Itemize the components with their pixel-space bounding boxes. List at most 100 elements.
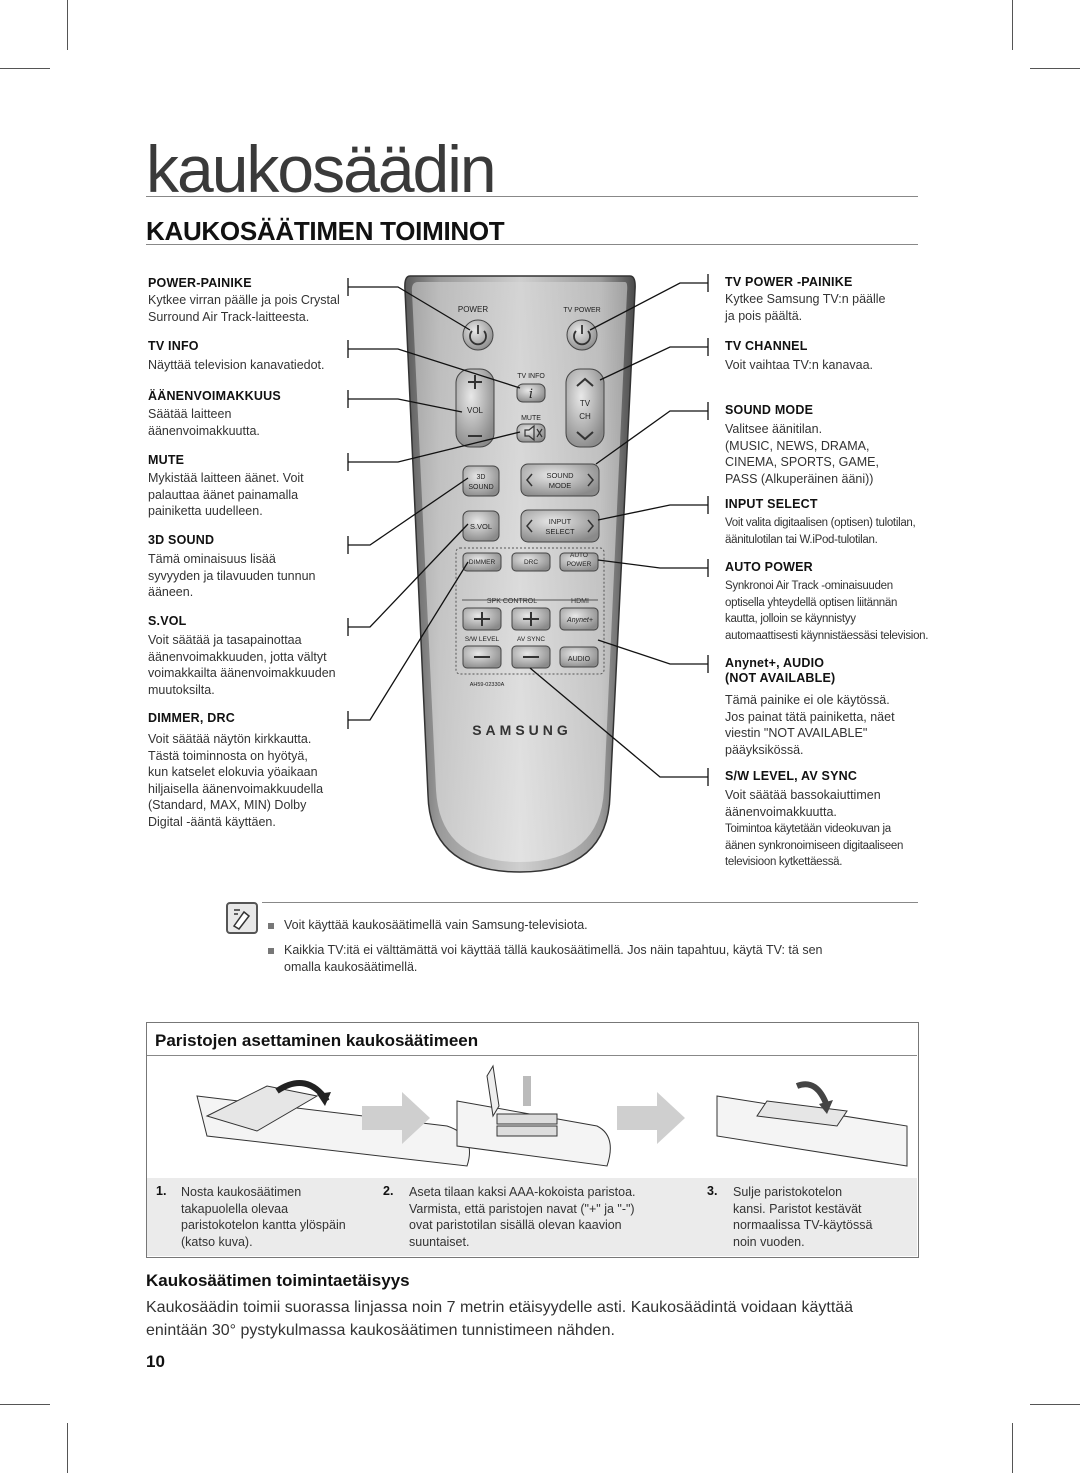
svol-button[interactable] <box>462 510 500 542</box>
crop-mark <box>0 1404 50 1405</box>
callout-desc-auto-power: Synkronoi Air Track -ominaisuuden optise… <box>725 580 929 642</box>
step-2-number: 2. <box>383 1184 394 1198</box>
callout-desc-dimmer: Voit säätää näytön kirkkautta. Tästä toi… <box>148 732 324 829</box>
tv-info-button[interactable] <box>516 383 546 403</box>
audio-button[interactable] <box>559 646 599 668</box>
bullet-icon <box>268 923 274 929</box>
arrow-lr-icon <box>526 473 594 487</box>
channel-rocker[interactable] <box>565 368 605 448</box>
plus-icon <box>474 612 490 626</box>
callout-title-tv-info: TV INFO <box>148 339 199 353</box>
label-auto: AUTO <box>570 552 588 559</box>
range-text: Kaukosäädin toimii suorassa linjassa noi… <box>146 1299 854 1339</box>
label-hdmi: HDMI <box>571 598 589 605</box>
callout-title-auto-power: AUTO POWER <box>725 560 813 574</box>
bullet-icon <box>268 948 274 954</box>
callout-title-svol: S.VOL <box>148 614 187 628</box>
label-power: POWER <box>458 305 488 314</box>
anynet-button[interactable] <box>559 607 599 631</box>
chevron-down-icon <box>576 431 594 441</box>
label-auto-power: POWER <box>567 561 592 568</box>
callout-title-volume: ÄÄNENVOIMAKKUUS <box>148 389 281 403</box>
tv-power-icon <box>573 325 591 346</box>
callout-desc-mute: Mykistää laitteen äänet. Voit palauttaa … <box>148 471 304 518</box>
callout-desc-svol: Voit säätää ja tasapainottaa äänenvoimak… <box>148 633 336 697</box>
section-title: KAUKOSÄÄTIMEN TOIMINOT <box>146 216 505 246</box>
arrow-right-icon <box>617 1092 685 1144</box>
leader-lines-left <box>347 278 521 729</box>
callout-desc-input-select: Voit valita digitaalisen (optisen) tulot… <box>725 517 916 546</box>
callout-title-anynet-2: (NOT AVAILABLE) <box>725 671 836 685</box>
callout-desc-sw-level: Voit säätää bassokaiuttimen äänenvoimakk… <box>725 788 881 819</box>
input-select-button[interactable] <box>520 509 600 543</box>
battery-box <box>146 1022 919 1258</box>
label-3d: 3D <box>477 474 486 481</box>
label-select: SELECT <box>545 527 575 536</box>
remote-face <box>411 282 628 862</box>
auto-power-button[interactable] <box>559 552 599 572</box>
label-input: INPUT <box>549 517 572 526</box>
callout-title-dimmer: DIMMER, DRC <box>148 711 235 725</box>
heading-rule <box>146 196 918 197</box>
brand-logo: SAMSUNG <box>472 722 572 738</box>
step-1-number: 1. <box>156 1184 167 1198</box>
callout-title-3d-sound: 3D SOUND <box>148 533 215 547</box>
label-tv-power: TV POWER <box>563 307 600 314</box>
label-3d-sound: SOUND <box>468 484 493 491</box>
callout-title-mute: MUTE <box>148 453 185 467</box>
dotted-panel <box>455 547 605 675</box>
crop-mark <box>1030 1404 1080 1405</box>
callout-title-sw-level: S/W LEVEL, AV SYNC <box>725 769 858 783</box>
callout-desc-av-sync: Toimintoa käytetään videokuvan ja äänen … <box>725 823 904 868</box>
power-button[interactable] <box>462 319 494 351</box>
crop-mark <box>67 0 68 50</box>
step-3-text: Sulje paristokotelon kansi. Paristot kes… <box>733 1185 873 1249</box>
step-2-text: Aseta tilaan kaksi AAA-kokoista paristoa… <box>409 1185 636 1249</box>
label-mute: MUTE <box>521 415 541 422</box>
label-spk-control: SPK CONTROL <box>487 598 537 605</box>
battery-illustrations <box>196 1064 908 1167</box>
label-dimmer: DIMMER <box>469 559 496 566</box>
crop-mark <box>67 1423 68 1473</box>
label-svol: S.VOL <box>470 522 492 531</box>
label-ch: CH <box>579 412 591 421</box>
label-vol: VOL <box>467 406 484 415</box>
callout-desc-power: Kytkee virran päälle ja pois Crystal Sur… <box>148 293 340 324</box>
sound-mode-button[interactable] <box>520 463 600 497</box>
range-title: Kaukosäätimen toimintaetäisyys <box>146 1271 410 1290</box>
drc-button[interactable] <box>511 552 551 572</box>
page-number: 10 <box>146 1352 165 1371</box>
remote-diagram: i POWER TV POWER TV INFO VOL MUTE TV CH … <box>347 274 709 873</box>
step-3-number: 3. <box>707 1184 718 1198</box>
leader-lines-right <box>529 274 709 786</box>
3d-sound-button[interactable] <box>462 465 500 497</box>
note-icon <box>226 902 258 934</box>
plus-icon <box>523 612 539 626</box>
step3-illustration <box>716 1081 908 1167</box>
label-model: AH59-02330A <box>470 682 505 688</box>
crop-mark <box>1030 68 1080 69</box>
note-rule <box>262 902 918 903</box>
power-icon <box>469 325 487 346</box>
dimmer-button[interactable] <box>462 552 502 572</box>
battery-steps-bg <box>147 1178 917 1256</box>
callout-desc-anynet: Tämä painike ei ole käytössä. Jos painat… <box>725 693 895 757</box>
callout-desc-tv-info: Näyttää television kanavatiedot. <box>148 358 325 372</box>
callout-title-tv-channel: TV CHANNEL <box>725 339 808 353</box>
callout-desc-volume: Säätää laitteen äänenvoimakkuutta. <box>148 407 260 438</box>
tv-power-button[interactable] <box>566 319 598 351</box>
arrow-lr-icon <box>526 519 594 533</box>
callout-desc-3d-sound: Tämä ominaisuus lisää syvyyden ja tilavu… <box>148 552 316 599</box>
callout-desc-sound-mode: Valitsee äänitilan. (MUSIC, NEWS, DRAMA,… <box>725 422 879 486</box>
callout-title-input-select: INPUT SELECT <box>725 497 818 511</box>
page-heading: kaukosäädin <box>146 132 497 206</box>
arrow-right-icon <box>362 1092 430 1144</box>
mute-button[interactable] <box>516 423 546 443</box>
label-tv: TV <box>580 399 591 408</box>
volume-rocker[interactable] <box>455 368 495 448</box>
step2-illustration <box>456 1064 611 1167</box>
callout-title-sound-mode: SOUND MODE <box>725 403 814 417</box>
note-2: Kaikkia TV:itä ei välttämättä voi käyttä… <box>284 943 823 974</box>
plus-icon <box>468 375 482 389</box>
step-1-text: Nosta kaukosäätimen takapuolella olevaa … <box>181 1185 346 1249</box>
